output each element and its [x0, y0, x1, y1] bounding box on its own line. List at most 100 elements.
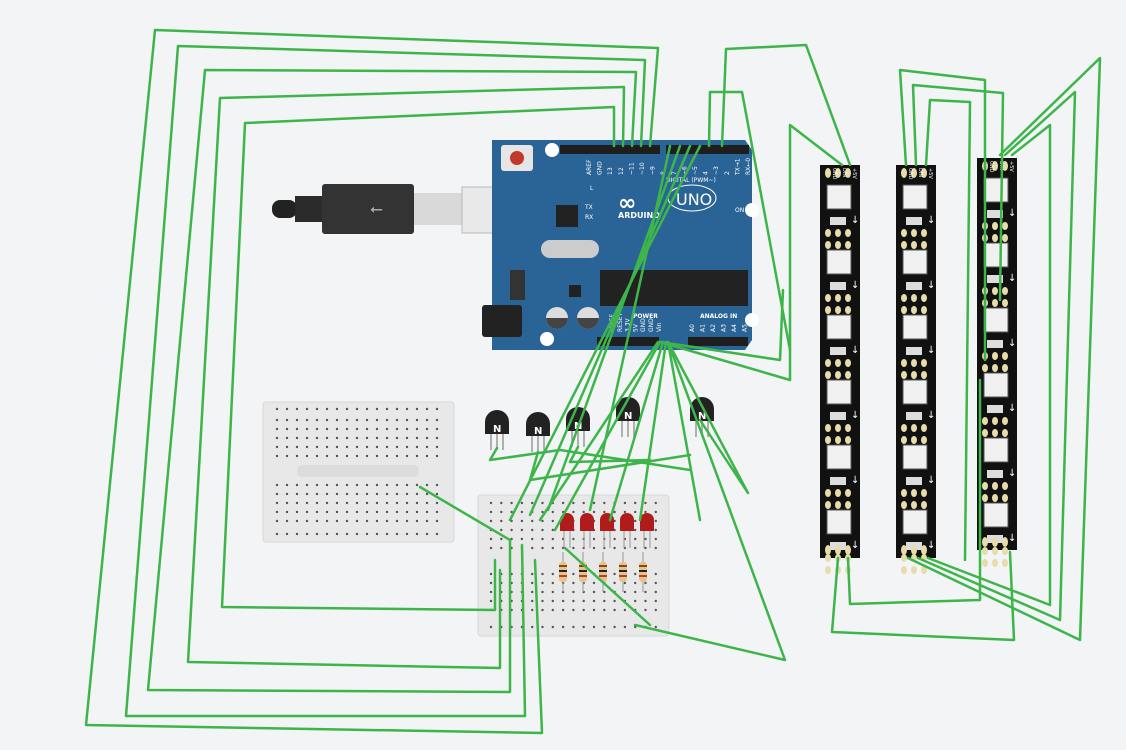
wire[interactable]	[124, 44, 647, 718]
rgb-led-pixel	[902, 444, 928, 470]
led-l-label: L	[590, 185, 594, 192]
pin-label: ~3	[713, 166, 720, 175]
strip-pad	[825, 545, 831, 555]
wire[interactable]	[898, 68, 987, 362]
digital-header-right[interactable]	[666, 145, 749, 154]
wire[interactable]	[911, 83, 1005, 302]
wire[interactable]	[926, 123, 1052, 607]
wire[interactable]	[186, 85, 626, 670]
wire[interactable]	[638, 340, 668, 522]
wire[interactable]	[633, 340, 787, 662]
wire[interactable]	[508, 144, 702, 522]
wire[interactable]	[608, 340, 665, 522]
wire[interactable]	[707, 90, 792, 352]
red-led[interactable]	[640, 513, 654, 548]
breadboard-large[interactable]	[262, 401, 455, 543]
arduino-uno-board[interactable]: ∞ ARDUINO UNO DIGITAL (PWM~) POWER ANALO…	[482, 140, 759, 350]
breadboard-hole	[305, 436, 309, 440]
strip-pad	[921, 424, 927, 432]
breadboard-hole	[551, 581, 554, 585]
breadboard-hole	[375, 532, 379, 536]
arrow-down-icon: ↓	[1008, 533, 1016, 544]
wire[interactable]	[916, 90, 1077, 622]
breadboard-hole	[285, 519, 289, 523]
breadboard-hole	[335, 418, 339, 422]
breadboard-hole	[425, 483, 429, 487]
resistor[interactable]	[619, 552, 627, 592]
wire[interactable]	[84, 28, 660, 735]
red-led[interactable]	[580, 513, 594, 548]
pin-label: GND	[648, 318, 655, 332]
breadboard-hole	[435, 510, 439, 514]
breadboard-hole	[572, 501, 575, 505]
wire[interactable]	[146, 68, 638, 694]
strip-pad	[825, 306, 831, 314]
resistor[interactable]	[639, 552, 647, 592]
wire[interactable]	[846, 378, 982, 606]
wire[interactable]	[538, 340, 660, 522]
wire[interactable]	[666, 340, 750, 495]
breadboard-hole	[365, 418, 369, 422]
breadboard-hole	[285, 427, 289, 431]
breadboard-hole	[489, 519, 493, 523]
breadboard-hole	[395, 427, 399, 431]
wire[interactable]	[418, 485, 512, 542]
power-jack[interactable]	[482, 305, 522, 337]
wire[interactable]	[666, 340, 702, 522]
breadboard-hole	[355, 427, 359, 431]
breadboard-hole	[365, 407, 369, 411]
smd-resistor	[906, 217, 922, 225]
breadboard-hole	[385, 436, 389, 440]
breadboard-hole	[355, 532, 359, 536]
wire[interactable]	[553, 340, 662, 532]
rgb-led-pixel	[983, 437, 1009, 463]
strip-pad	[992, 222, 998, 230]
analog-header[interactable]	[688, 337, 748, 346]
strip-pad	[901, 501, 907, 509]
breadboard-hole	[365, 454, 369, 458]
breadboard-hole	[435, 501, 439, 505]
npn-transistor[interactable]: N	[616, 397, 640, 437]
resistor-band	[579, 565, 587, 567]
arrow-down-icon: ↓	[927, 280, 935, 291]
wire[interactable]	[830, 550, 1016, 642]
breadboard-hole	[305, 407, 309, 411]
wire[interactable]	[720, 43, 852, 167]
wire[interactable]	[924, 98, 972, 562]
breadboard-hole	[603, 510, 606, 514]
breadboard-hole	[644, 510, 647, 514]
wire[interactable]	[588, 144, 672, 512]
wire[interactable]	[906, 56, 1102, 642]
wire[interactable]	[528, 144, 692, 517]
strip-pad	[825, 554, 831, 562]
breadboard-hole	[500, 546, 503, 550]
wire[interactable]	[528, 450, 692, 482]
wire[interactable]	[568, 445, 652, 464]
breadboard-hole	[375, 445, 379, 449]
wire[interactable]	[220, 105, 616, 612]
strip-pad	[982, 559, 988, 567]
red-led[interactable]	[620, 513, 634, 548]
red-led[interactable]	[560, 513, 574, 548]
digital-header-left[interactable]	[560, 145, 660, 154]
usb-cable[interactable]: ⭠	[272, 184, 505, 234]
strip-pad	[1002, 287, 1008, 295]
arrow-down-icon: ↓	[927, 475, 935, 486]
breadboard-hole	[345, 418, 349, 422]
breadboard-hole	[365, 519, 369, 523]
wire[interactable]	[658, 123, 844, 382]
npn-transistor[interactable]: N	[485, 410, 509, 450]
wire[interactable]	[658, 288, 785, 362]
npn-transistor[interactable]: N	[526, 412, 550, 452]
strip-pad	[825, 566, 831, 574]
resistor-band	[599, 570, 607, 572]
breadboard-hole	[489, 581, 493, 585]
resistor[interactable]	[599, 552, 607, 592]
resistor[interactable]	[559, 552, 567, 592]
wire[interactable]	[563, 546, 652, 627]
wire[interactable]	[546, 144, 682, 512]
